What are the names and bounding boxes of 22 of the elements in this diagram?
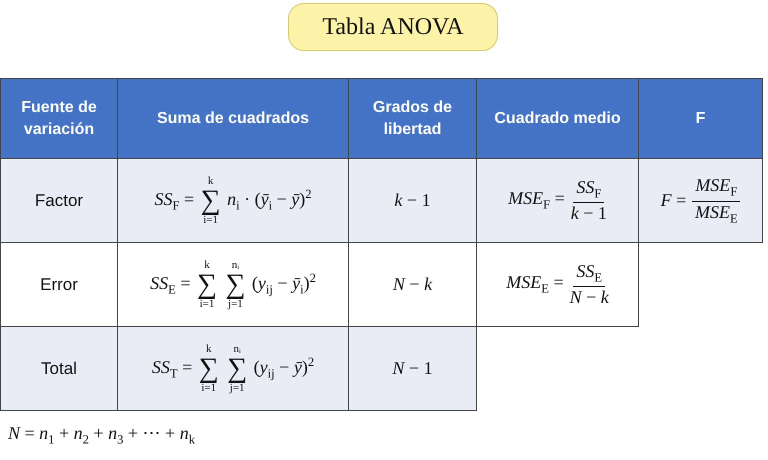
row-label: Factor [34, 190, 84, 210]
fraction-numerator: SS$_{E}$ [573, 260, 606, 288]
fraction-denominator: N − k [570, 287, 609, 308]
formula: MSE$_{F}$ = [508, 188, 565, 213]
formula: k − 1 [394, 190, 431, 211]
fraction-numerator: MSE$_{F}$ [692, 174, 740, 202]
formula: MSE$_{E}$ = [506, 272, 564, 297]
formula: N − 1 [392, 358, 433, 379]
row-label: Total [41, 358, 77, 378]
row-label: Error [40, 274, 78, 294]
fraction-numerator: SS$_{F}$ [573, 176, 604, 204]
fraction-denominator: k − 1 [570, 203, 607, 224]
formula: F = [660, 190, 686, 211]
column-header: Suma de cuadrados [156, 108, 310, 129]
formula: N = n$_{1}$ + n$_{2}$ + n$_{3}$ + ⋯ + n$_{k}$ [8, 422, 195, 448]
column-header: Cuadrado medio [494, 108, 621, 129]
column-header: F [696, 108, 706, 129]
column-header: Fuente de variación [20, 98, 98, 140]
formula: N − k [392, 274, 432, 295]
fraction-denominator: MSE$_{E}$ [694, 202, 738, 226]
title-badge: Tabla ANOVA [288, 3, 498, 51]
column-header: Grados de libertad [372, 98, 454, 140]
